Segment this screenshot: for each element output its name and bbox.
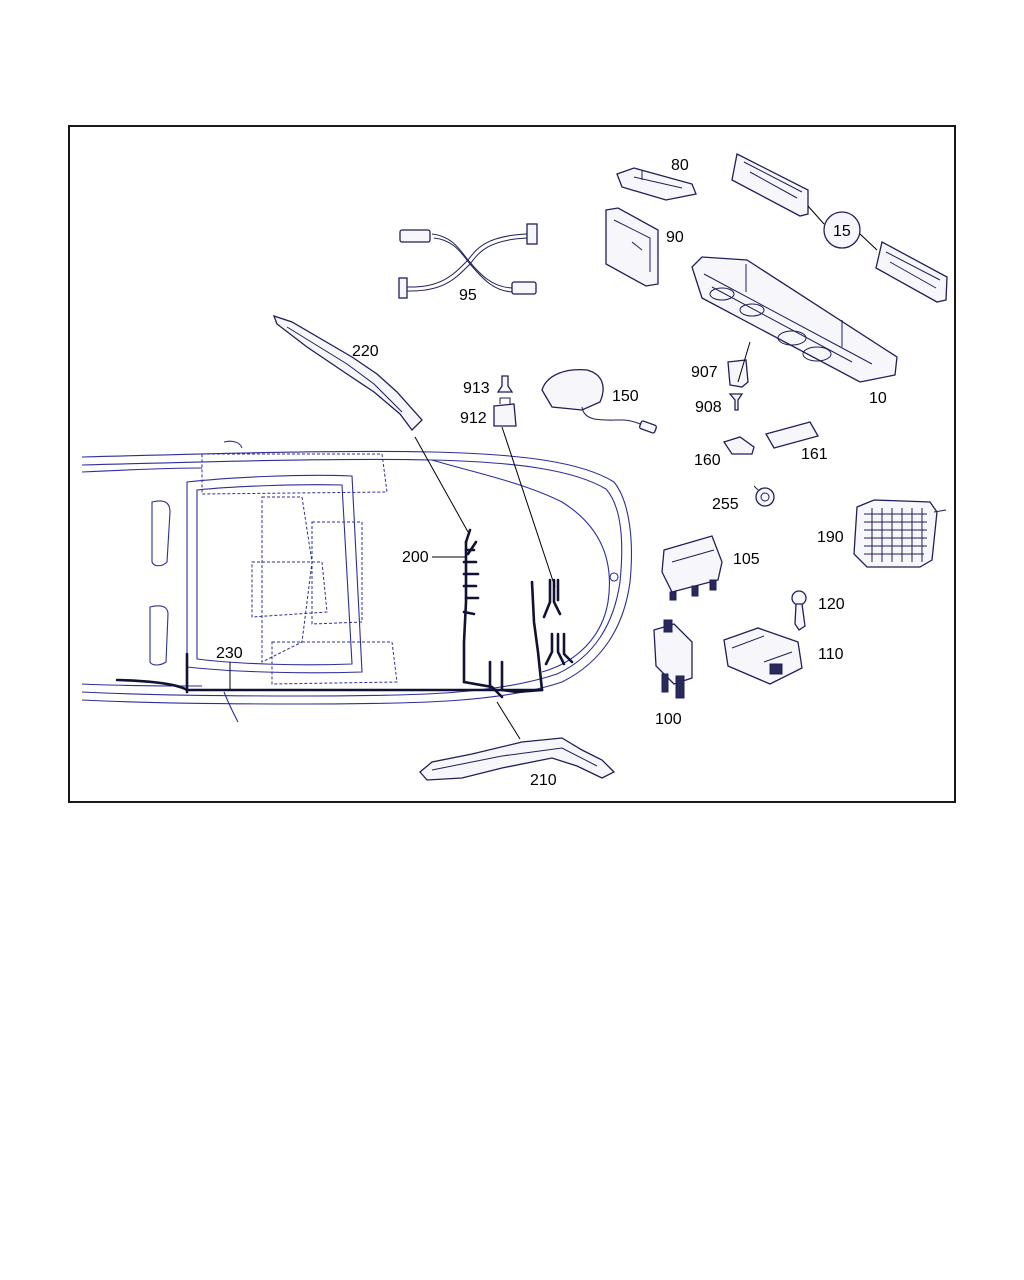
callout-100: 100 [655,711,682,728]
callout-907: 907 [691,364,718,381]
callout-110: 110 [818,646,844,663]
part-80-module [616,167,697,201]
callout-15: 15 [833,223,851,240]
part-907-holder [727,359,749,388]
callout-230: 230 [216,645,243,662]
part-120-screw [791,590,807,631]
vehicle-outline [81,440,632,723]
part-210-cover [419,737,616,781]
part-190-lamp [853,499,947,568]
parts-diagram: 80 15 90 95 10 220 913 912 150 907 908 1… [81,153,948,789]
callout-80: 80 [671,157,689,174]
part-95-cable [398,223,538,299]
callout-120: 120 [818,596,845,613]
callout-210: 210 [530,772,557,789]
callout-150: 150 [612,388,639,405]
part-100-relay [653,619,693,699]
part-10-bracket [691,256,898,383]
part-161-pad [765,421,819,449]
diagram-frame: 80 15 90 95 10 220 913 912 150 907 908 1… [68,125,956,803]
callout-161: 161 [801,446,828,463]
callout-90: 90 [666,229,684,246]
part-160-clip [722,436,755,455]
callout-105: 105 [733,551,760,568]
part-105-control-unit [661,535,723,601]
callout-160: 160 [694,452,721,469]
callout-220: 220 [352,343,379,360]
part-110-module [723,627,803,685]
part-913-clip [496,375,514,393]
callout-908: 908 [695,399,722,416]
part-220-cover [272,314,423,431]
part-908-screw [728,393,744,411]
callout-labels: 80 15 90 95 10 220 913 912 150 907 908 1… [216,157,887,789]
part-255-nut [753,485,775,507]
callout-912: 912 [460,410,487,427]
callout-10: 10 [869,390,887,407]
wiring-harness-230 [115,652,544,694]
leader-lines [229,341,751,740]
callout-200: 200 [402,549,429,566]
callout-913: 913 [463,380,490,397]
part-15-strips [731,153,948,303]
part-912-connector [493,397,517,427]
callout-95: 95 [459,287,477,304]
callout-255: 255 [712,496,739,513]
part-90-switch [605,207,659,287]
part-150-antenna [541,368,657,434]
wiring-harness-200 [462,528,574,699]
callout-190: 190 [817,529,844,546]
